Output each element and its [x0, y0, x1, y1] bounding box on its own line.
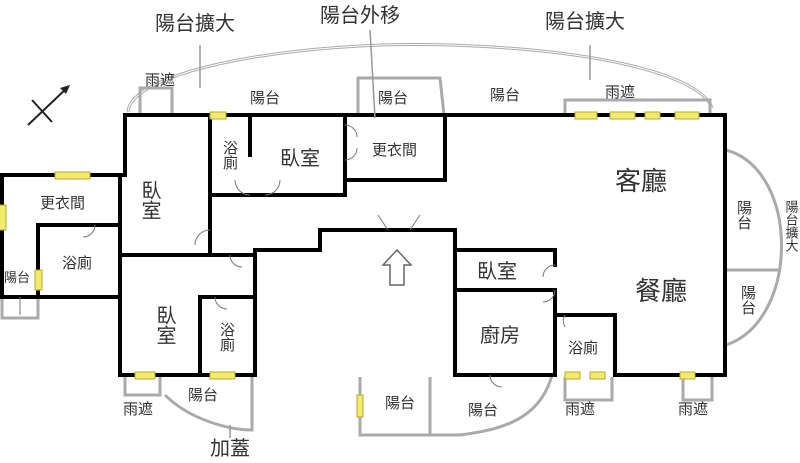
- annotation-balcony-expand-left: 陽台擴大: [155, 11, 235, 35]
- annotation-balcony-move-out: 陽台外移: [320, 3, 400, 27]
- entrance-arrow-icon: [381, 248, 413, 286]
- balcony-top-closet: 陽台: [378, 89, 408, 107]
- balcony-right-upper: 陽台: [735, 200, 753, 230]
- balcony-top-right: 陽台: [490, 86, 520, 104]
- awning-top-right: 雨遮: [605, 83, 635, 101]
- room-bath-top: 浴廁: [221, 140, 239, 171]
- room-closet-left: 更衣間: [40, 194, 85, 212]
- room-bath-right: 浴廁: [568, 339, 598, 357]
- room-bath-bottom-left: 浴廁: [218, 322, 236, 353]
- room-bath-left: 浴廁: [62, 254, 92, 272]
- north-arrow-icon: [27, 85, 70, 126]
- walls: [0, 113, 727, 377]
- doors: [19, 124, 566, 388]
- annotation-addition: 加蓋: [210, 436, 250, 460]
- balcony-left: 陽台: [4, 271, 30, 286]
- balcony-outlines: [0, 43, 783, 437]
- awning-bottom-right-1: 雨遮: [565, 400, 595, 418]
- balcony-top-mid: 陽台: [250, 89, 280, 107]
- annotation-balcony-expand-right: 陽台擴大: [545, 9, 625, 33]
- annotation-balcony-expand-side: 陽台擴大: [783, 200, 799, 252]
- room-closet-top: 更衣間: [372, 141, 417, 159]
- awning-bottom-right-2: 雨遮: [678, 400, 708, 418]
- room-bedroom-top: 臥室: [280, 146, 320, 170]
- room-dining: 餐廳: [635, 277, 687, 307]
- room-kitchen: 廚房: [480, 323, 520, 347]
- room-bedroom-left: 臥室: [138, 180, 162, 220]
- windows: [0, 111, 700, 418]
- balcony-right-lower: 陽台: [739, 285, 757, 315]
- balcony-bottom-left: 陽台: [188, 386, 218, 404]
- room-bedroom-kitchen: 臥室: [477, 259, 517, 283]
- awning-bottom-left: 雨遮: [123, 400, 153, 418]
- balcony-bottom-center-left: 陽台: [385, 394, 415, 412]
- room-bedroom-bottom-left: 臥室: [153, 305, 177, 345]
- room-living: 客廳: [615, 167, 667, 197]
- balcony-bottom-center-right: 陽台: [468, 401, 498, 419]
- awning-top-left: 雨遮: [145, 71, 175, 89]
